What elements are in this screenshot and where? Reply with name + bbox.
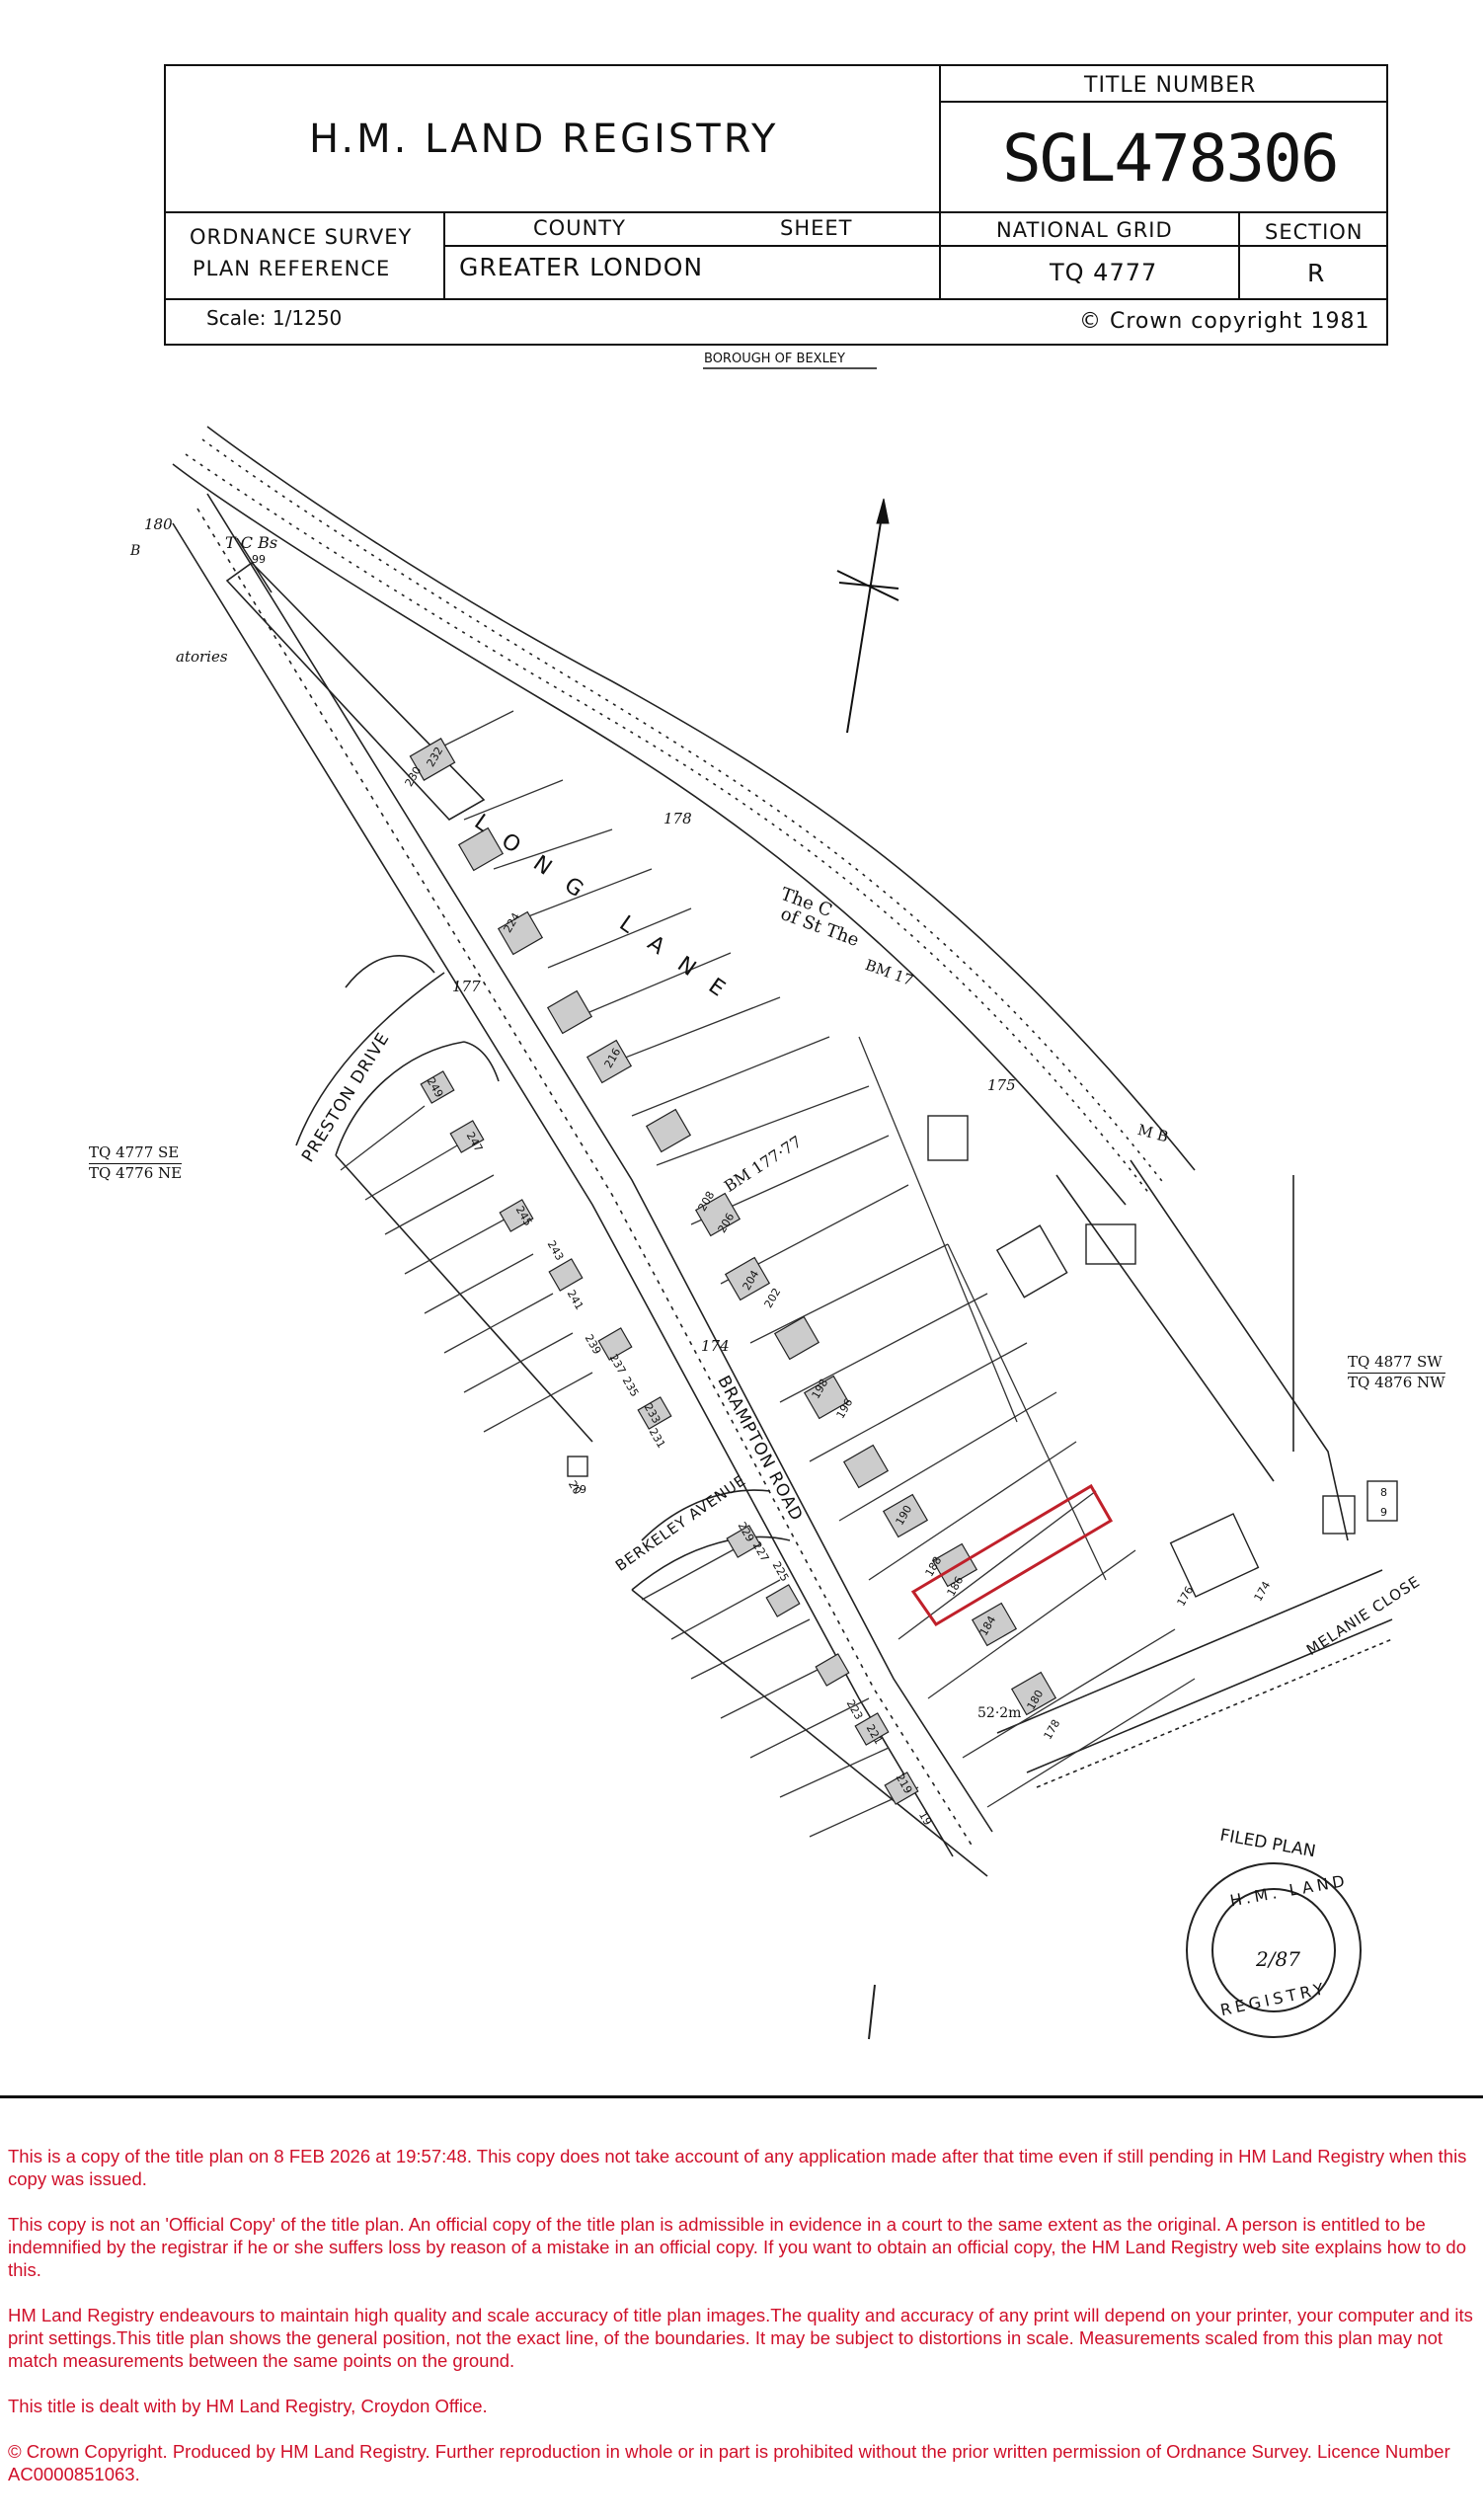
spot-height-174: 174 bbox=[701, 1337, 730, 1355]
footer-notice: This is a copy of the title plan on 8 FE… bbox=[8, 2145, 1475, 2508]
footer-copy-date: This is a copy of the title plan on 8 FE… bbox=[8, 2146, 1467, 2189]
house-footprints bbox=[409, 738, 1057, 1805]
title-plan-map bbox=[164, 64, 1398, 2040]
grid-ref-right-bottom: TQ 4876 NW bbox=[1348, 1373, 1445, 1391]
spot-height-177: 177 bbox=[452, 978, 481, 995]
house-number: 9 bbox=[1380, 1506, 1387, 1519]
filed-plan-stamp bbox=[1186, 1862, 1362, 2038]
spot-height-175: 175 bbox=[987, 1076, 1016, 1094]
stamp-date: 2/87 bbox=[1256, 1947, 1300, 1971]
plot-boundaries-ne bbox=[433, 710, 1196, 1808]
scale-text: Scale: 1/1250 bbox=[206, 306, 343, 330]
spot-height-180: 180 bbox=[144, 515, 173, 533]
house-number: 8 bbox=[1380, 1486, 1387, 1499]
footer-accuracy: HM Land Registry endeavours to maintain … bbox=[8, 2305, 1473, 2371]
grid-ref-left-bottom: TQ 4776 NE bbox=[89, 1163, 183, 1182]
footer-office: This title is dealt with by HM Land Regi… bbox=[8, 2396, 488, 2416]
label-atories: atories bbox=[176, 648, 228, 666]
outbuildings bbox=[567, 1115, 1398, 1598]
county-label: COUNTY bbox=[533, 216, 626, 240]
title-boundary-highlight bbox=[910, 1483, 1114, 1627]
house-number: 79 bbox=[573, 1483, 586, 1496]
grid-ref-left-top: TQ 4777 SE bbox=[89, 1143, 180, 1161]
title-plan-scan bbox=[0, 0, 1483, 2098]
label-b: B bbox=[130, 543, 141, 559]
scan-bottom-edge bbox=[0, 2095, 1483, 2098]
footer-official-copy: This copy is not an 'Official Copy' of t… bbox=[8, 2214, 1467, 2280]
house-number: 99 bbox=[252, 553, 266, 566]
os-plan-ref-line2: PLAN REFERENCE bbox=[193, 257, 391, 280]
bottom-mark bbox=[868, 1984, 876, 2040]
header-table bbox=[164, 64, 1388, 346]
sheet-label: SHEET bbox=[780, 216, 853, 240]
label-52-2m: 52·2m bbox=[977, 1705, 1022, 1721]
title-number-label: TITLE NUMBER bbox=[1084, 73, 1257, 98]
spot-height-178: 178 bbox=[663, 810, 692, 827]
grid-ref-right-top: TQ 4877 SW bbox=[1348, 1353, 1443, 1371]
title-number: SGL478306 bbox=[1002, 120, 1340, 197]
section-label: SECTION bbox=[1265, 220, 1364, 244]
section-value: R bbox=[1307, 259, 1325, 287]
label-tcbs: T C Bs bbox=[225, 533, 278, 552]
registry-title: H.M. LAND REGISTRY bbox=[309, 117, 779, 162]
plot-boundaries-sw bbox=[340, 1105, 919, 1838]
north-arrow-icon bbox=[836, 498, 899, 734]
copyright-1981: © Crown copyright 1981 bbox=[1079, 309, 1370, 334]
national-grid-value: TQ 4777 bbox=[1050, 259, 1158, 286]
footer-crown-copyright: © Crown Copyright. Produced by HM Land R… bbox=[8, 2441, 1450, 2484]
national-grid-label: NATIONAL GRID bbox=[996, 218, 1173, 242]
borough-label: BOROUGH OF BEXLEY bbox=[704, 352, 845, 366]
map-linework bbox=[172, 426, 1393, 1877]
county-value: GREATER LONDON bbox=[459, 253, 704, 281]
os-plan-ref-line1: ORDNANCE SURVEY bbox=[190, 225, 413, 249]
